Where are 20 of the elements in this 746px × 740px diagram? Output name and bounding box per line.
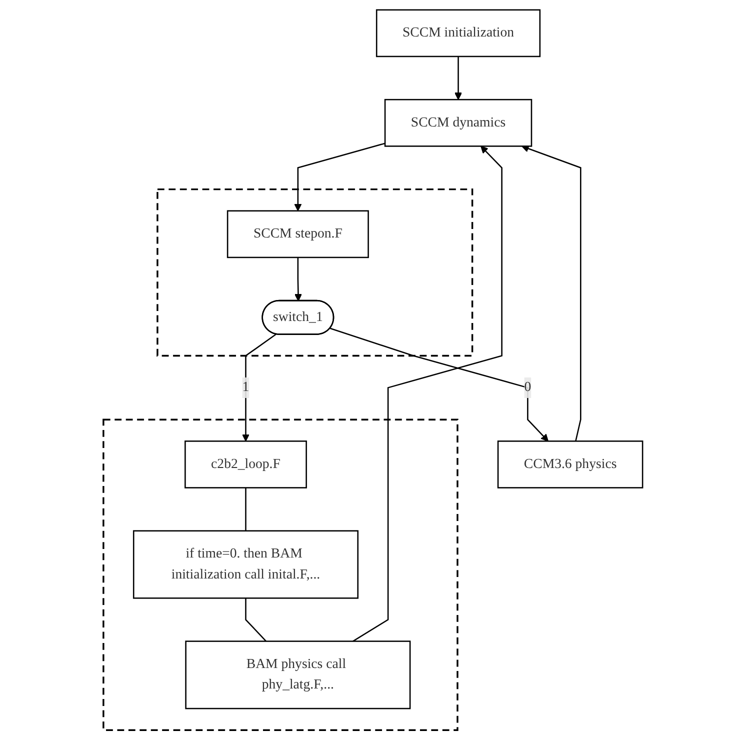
arrow: [242, 334, 276, 442]
node-box: CCM3.6 physics: [497, 440, 644, 488]
edge-label: 1: [242, 380, 250, 395]
cluster: [102, 418, 458, 731]
connector: [245, 598, 267, 642]
node-box: c2b2_loop.F: [184, 440, 307, 488]
cluster: [156, 188, 474, 357]
connector: [245, 488, 246, 531]
node-box: SCCM initialization: [376, 9, 541, 58]
edge-label: 0: [524, 380, 532, 395]
arrow: [454, 56, 462, 100]
node-box: BAM physics call phy_latg.F,...: [185, 640, 411, 710]
node-box: SCCM dynamics: [384, 98, 532, 147]
arrow: [352, 146, 502, 642]
node-box: SCCM stepon.F: [226, 210, 369, 258]
arrow: [294, 257, 302, 302]
arrow: [294, 142, 386, 212]
node-box: if time=0. then BAM initialization call inital.F,...: [132, 530, 359, 599]
arrow: [521, 144, 582, 442]
arrow: [330, 328, 549, 442]
